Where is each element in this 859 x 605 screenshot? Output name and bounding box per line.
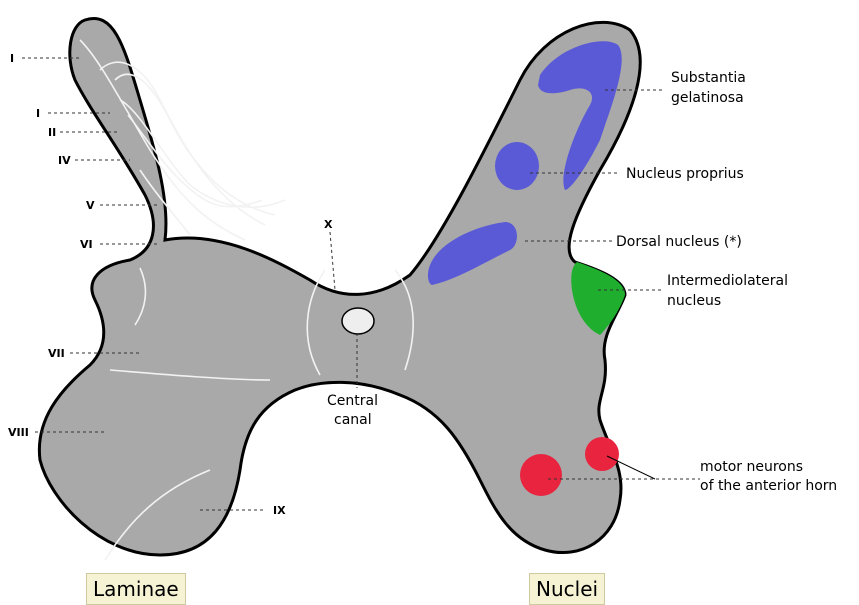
label-motor-neurons-line2: of the anterior horn bbox=[700, 478, 837, 494]
label-lamina-IV: IV bbox=[58, 154, 71, 167]
label-central-canal-line2: canal bbox=[334, 412, 372, 428]
label-lamina-I: I bbox=[36, 107, 40, 120]
central-canal bbox=[342, 308, 374, 334]
label-intermediolateral-line1: Intermediolateral bbox=[667, 273, 788, 289]
label-lamina-VIII: VIII bbox=[8, 426, 29, 439]
label-substantia-gelatinosa-line1: Substantia bbox=[671, 70, 746, 86]
label-lamina-X: X bbox=[324, 218, 333, 231]
label-lamina-I-top: I bbox=[10, 52, 14, 65]
label-central-canal-line1: Central bbox=[327, 393, 378, 409]
label-substantia-gelatinosa-line2: gelatinosa bbox=[671, 90, 744, 106]
nucleus-proprius bbox=[495, 142, 539, 190]
label-lamina-II: II bbox=[48, 126, 56, 139]
caption-laminae: Laminae bbox=[86, 573, 186, 605]
caption-nuclei: Nuclei bbox=[529, 573, 605, 605]
label-intermediolateral-line2: nucleus bbox=[667, 293, 721, 309]
label-motor-neurons-line1: motor neurons bbox=[700, 459, 803, 475]
label-lamina-VII: VII bbox=[48, 347, 65, 360]
label-lamina-IX: IX bbox=[273, 504, 286, 517]
motor-neuron-large bbox=[520, 454, 562, 496]
label-lamina-V: V bbox=[86, 199, 95, 212]
label-dorsal-nucleus: Dorsal nucleus (*) bbox=[616, 234, 742, 250]
label-lamina-VI: VI bbox=[80, 238, 93, 251]
label-nucleus-proprius: Nucleus proprius bbox=[626, 166, 744, 182]
motor-neuron-small bbox=[585, 437, 619, 471]
